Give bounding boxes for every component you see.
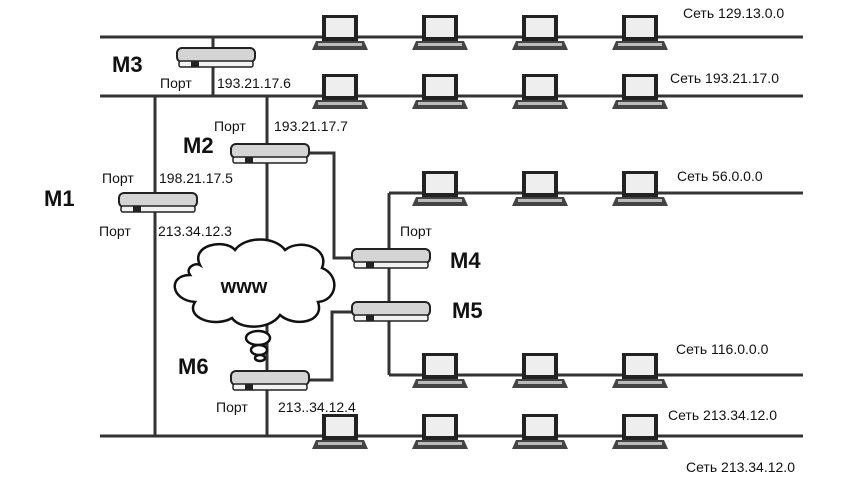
laptop-icon: [412, 414, 468, 449]
laptop-icon: [312, 74, 368, 109]
laptop-icon: [512, 171, 568, 206]
laptop-icon: [512, 74, 568, 109]
m6-port-ip: 213..34.12.4: [278, 399, 356, 415]
laptop-icon: [612, 414, 668, 449]
m2-top-port-ip: 193.21.17.7: [274, 118, 348, 134]
laptop-icon: [312, 15, 368, 50]
laptop-icon: [412, 74, 468, 109]
router-m5-label: M5: [452, 298, 483, 323]
link-m5-m6: [308, 310, 352, 382]
laptop-icon: [612, 15, 668, 50]
router-m5-icon: [351, 301, 431, 322]
m1-top-port-word: Порт: [102, 170, 134, 186]
cloud-label: www: [220, 276, 268, 298]
internet-cloud-icon: www: [173, 238, 336, 363]
router-m1-icon: [118, 192, 198, 213]
net-label-116: Сеть 116.0.0.0: [676, 341, 769, 357]
router-m6-label: M6: [178, 354, 209, 379]
net-label-213-34-12-a: Сеть 213.34.12.0: [668, 407, 777, 423]
router-m1-label: M1: [44, 186, 75, 211]
laptop-icon: [612, 353, 668, 388]
laptop-icon: [612, 74, 668, 109]
router-m6-icon: [230, 370, 310, 391]
m4-port-word: Порт: [400, 223, 432, 239]
laptop-icon: [412, 353, 468, 388]
laptop-icon: [312, 414, 368, 449]
m1-top-port-ip: 198.21.17.5: [159, 170, 233, 186]
laptop-icon: [412, 15, 468, 50]
m1-bottom-port-word: Порт: [99, 223, 131, 239]
laptop-icon: [412, 171, 468, 206]
laptop-icon: [612, 171, 668, 206]
laptop-icon: [512, 353, 568, 388]
router-m2-icon: [230, 143, 310, 164]
laptop-icon: [512, 15, 568, 50]
router-m4-label: M4: [450, 248, 481, 273]
m2-top-port-word: Порт: [214, 118, 246, 134]
router-m4-icon: [351, 248, 431, 269]
m3-port-ip: 193.21.17.6: [217, 75, 291, 91]
net-label-193-21-17: Сеть 193.21.17.0: [670, 70, 779, 86]
net-label-56: Сеть 56.0.0.0: [677, 168, 763, 184]
m6-port-word: Порт: [216, 399, 248, 415]
net-label-213-34-12-b: Сеть 213.34.12.0: [686, 459, 795, 475]
link-m2-m4: [308, 151, 352, 260]
m1-bottom-port-ip: 213.34.12.3: [158, 223, 232, 239]
net-label-129-13: Сеть 129.13.0.0: [683, 5, 784, 21]
router-m2-label: M2: [183, 133, 214, 158]
router-m3-icon: [176, 47, 256, 68]
m3-port-word: Порт: [160, 75, 192, 91]
router-m3-label: M3: [112, 52, 143, 77]
laptop-icon: [512, 414, 568, 449]
